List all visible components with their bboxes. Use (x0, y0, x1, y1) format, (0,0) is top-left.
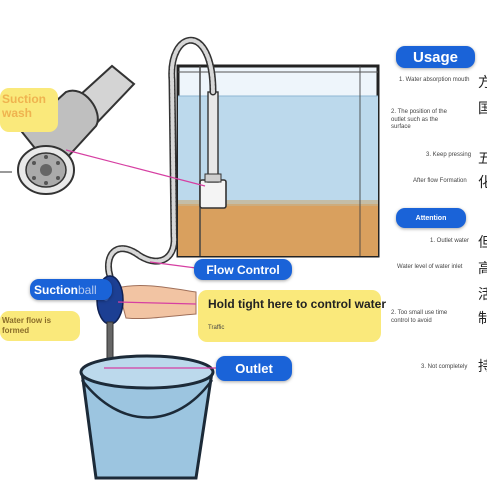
attention-pill: Attention (396, 208, 466, 228)
usage-step-4: After flow Formation (413, 178, 467, 184)
cjk-char: 活 (478, 287, 487, 303)
cjk-char: 但 (478, 235, 487, 251)
cjk-char: 化 (478, 175, 487, 191)
hold-tight-note: Hold tight here to control water Traffic (198, 290, 386, 342)
leader-lines (65, 149, 228, 369)
outlet-pill: Outlet (216, 356, 292, 381)
attention-step-2: Water level of water inlet (397, 264, 463, 270)
cjk-char: 方 (478, 75, 487, 91)
usage-step-3: 3. Keep pressing (426, 152, 472, 158)
attention-step-1: 1. Outlet water (430, 238, 470, 244)
suction-ball-label-faint: ball (78, 282, 97, 297)
attention-step-4: 3. Not completely (421, 364, 468, 370)
traffic-text: Traffic (208, 325, 225, 331)
bucket (79, 354, 215, 480)
suction-ball-label: Suction (34, 282, 78, 297)
nozzle-closeup (17, 64, 136, 195)
cjk-char: 国 (478, 101, 487, 117)
cjk-char: 五 (478, 151, 487, 167)
water-flow-note: Water flow is formed (0, 311, 80, 341)
flow-control-pill: Flow Control (194, 259, 292, 280)
suction-wash-note: Suction wash (0, 88, 58, 132)
hold-tight-text: Hold tight here to control water (208, 297, 387, 311)
cjk-char: 高 (478, 261, 487, 277)
hand (117, 284, 197, 320)
siphon-hose (105, 36, 217, 280)
cjk-char: 持 (478, 359, 487, 375)
attention-step-3: 2. Too small use time control to avoid (391, 310, 448, 324)
usage-pill: Usage (396, 46, 475, 68)
suction-tube (199, 91, 227, 209)
suction-ball-pill: Suction ball (30, 279, 112, 300)
usage-step-2: 2. The position of the outlet such as th… (391, 109, 447, 130)
cjk-char: 制 (478, 311, 487, 327)
usage-step-1: 1. Water absorption mouth (399, 77, 470, 83)
